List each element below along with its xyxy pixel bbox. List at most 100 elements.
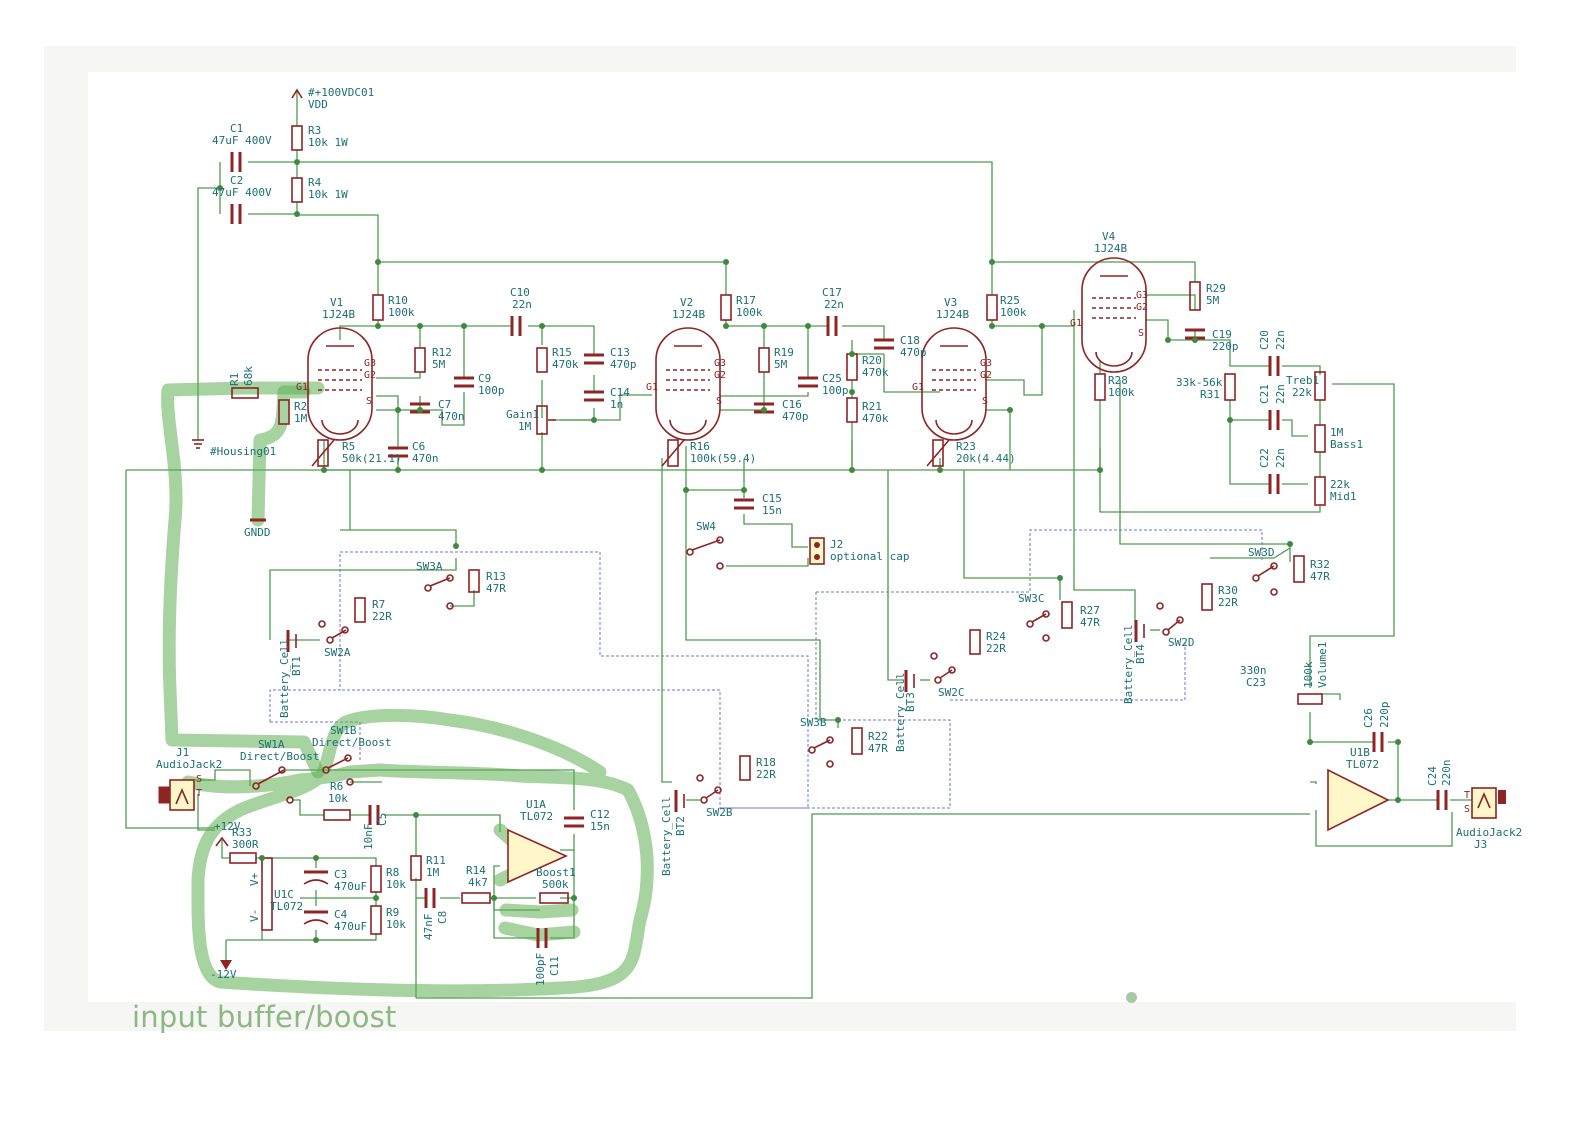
bass1-pot <box>1314 424 1326 453</box>
r25-ref: R25 <box>1000 294 1020 307</box>
r21-body <box>846 397 858 423</box>
r29-body <box>1189 281 1201 311</box>
volume1-ref: Volume1 <box>1316 642 1329 688</box>
r9-body <box>370 905 382 935</box>
r9-ref: R9 <box>386 906 399 919</box>
r12-ref: R12 <box>432 346 452 359</box>
c24-value: 220n <box>1440 760 1453 787</box>
bt4-ref: BT4 <box>1134 644 1147 664</box>
r30-body <box>1201 583 1213 611</box>
gain1-ref: Gain1 <box>506 408 539 421</box>
r8-ref: R8 <box>386 866 399 879</box>
c8-value: 47nF <box>422 914 435 941</box>
bass1-ref: Bass1 <box>1330 438 1363 451</box>
r27-body <box>1061 601 1073 629</box>
c3-ref: C3 <box>334 868 347 881</box>
c3-value: 470uF <box>334 880 367 893</box>
r24-body <box>969 629 981 655</box>
r19-ref: R19 <box>774 346 794 359</box>
v4-ref: V4 <box>1102 230 1116 243</box>
r32-ref: R32 <box>1310 558 1330 571</box>
r7-body <box>354 597 366 623</box>
vdd-label: VDD <box>308 98 328 111</box>
opamps <box>261 768 1390 931</box>
c4-ref: C4 <box>334 908 348 921</box>
r22-value: 47R <box>868 742 888 755</box>
u1c-ref: U1C <box>274 888 294 901</box>
r17-ref: R17 <box>736 294 756 307</box>
r3-body <box>291 125 303 151</box>
vdd-net-label: #+100VDC01 <box>308 86 374 99</box>
c13-ref: C13 <box>610 346 630 359</box>
sw3b-label: SW3B <box>800 716 827 729</box>
r16-ref: R16 <box>690 440 710 453</box>
j2-value: optional cap <box>830 550 909 563</box>
r33-body <box>229 852 257 864</box>
j3-sleeve-pin: S <box>1464 804 1470 815</box>
r13-ref: R13 <box>486 570 506 583</box>
sw4-label: SW4 <box>696 520 716 533</box>
r11-value: 1M <box>426 866 440 879</box>
r24-value: 22R <box>986 642 1006 655</box>
bass1-value: 1M <box>1330 426 1344 439</box>
switch-linkage-lines <box>269 529 1263 809</box>
wires <box>125 90 1472 999</box>
r12-value: 5M <box>432 358 446 371</box>
c25-ref: C25 <box>822 372 842 385</box>
c1-value: 47uF 400V <box>212 134 272 147</box>
r6-value: 10k <box>328 792 348 805</box>
vminus-label: V- <box>248 909 261 922</box>
u1c-body <box>261 857 273 931</box>
v3-ref: V3 <box>944 296 957 309</box>
gndd-label: GNDD <box>244 526 271 539</box>
v4-g2-pin: G2 <box>1136 302 1148 313</box>
sw2a-label: SW2A <box>324 646 351 659</box>
v1-g2-pin: G2 <box>364 370 376 381</box>
c5-ref: C5 <box>376 813 389 826</box>
c21-value: 22n <box>1274 384 1287 404</box>
tube-v1 <box>307 327 373 441</box>
j3-ref: J3 <box>1474 838 1487 851</box>
r19-value: 5M <box>774 358 788 371</box>
j1-ref: J1 <box>176 746 189 759</box>
r5-ref: R5 <box>342 440 355 453</box>
r10-value: 100k <box>388 306 415 319</box>
c18-ref: C18 <box>900 334 920 347</box>
r24-ref: R24 <box>986 630 1006 643</box>
r28-body <box>1094 373 1106 401</box>
r16-pot <box>667 439 679 467</box>
c23-ref: C23 <box>1246 676 1266 689</box>
capacitors <box>230 152 1448 948</box>
r30-value: 22R <box>1218 596 1238 609</box>
junctions <box>217 159 1401 943</box>
sw1a-ref: SW1A <box>258 738 285 751</box>
r4-body <box>291 177 303 203</box>
mid1-value: 22k <box>1330 478 1350 491</box>
r7-ref: R7 <box>372 598 385 611</box>
c4-value: 470uF <box>334 920 367 933</box>
r5-value: 50k(21.1) <box>342 452 402 465</box>
c1-ref: C1 <box>230 122 243 135</box>
v2-ref: V2 <box>680 296 693 309</box>
bt2-value: Battery_Cell <box>660 797 673 876</box>
r8-value: 10k <box>386 878 406 891</box>
v3-g2-pin: G2 <box>980 370 992 381</box>
c9-value: 100p <box>478 384 505 397</box>
u1b-value: TL072 <box>1346 758 1379 771</box>
sw2d-label: SW2D <box>1168 636 1195 649</box>
r1-body <box>231 387 259 399</box>
c15-value: 15n <box>762 504 782 517</box>
volume1-pot <box>1297 693 1323 705</box>
u1b-ref: U1B <box>1350 746 1370 759</box>
boost1-value: 500k <box>542 878 569 891</box>
bt3-ref: BT3 <box>904 692 917 712</box>
r20-ref: R20 <box>862 354 882 367</box>
c7-ref: C7 <box>438 398 451 411</box>
j2-ref: J2 <box>830 538 843 551</box>
r2-body <box>278 399 290 425</box>
vacuum-tubes <box>307 257 1147 441</box>
bt4-value: Battery_Cell <box>1122 625 1135 704</box>
c13-value: 470p <box>610 358 637 371</box>
v3-g3-pin: G3 <box>980 358 992 369</box>
c19-value: 220p <box>1212 340 1239 353</box>
